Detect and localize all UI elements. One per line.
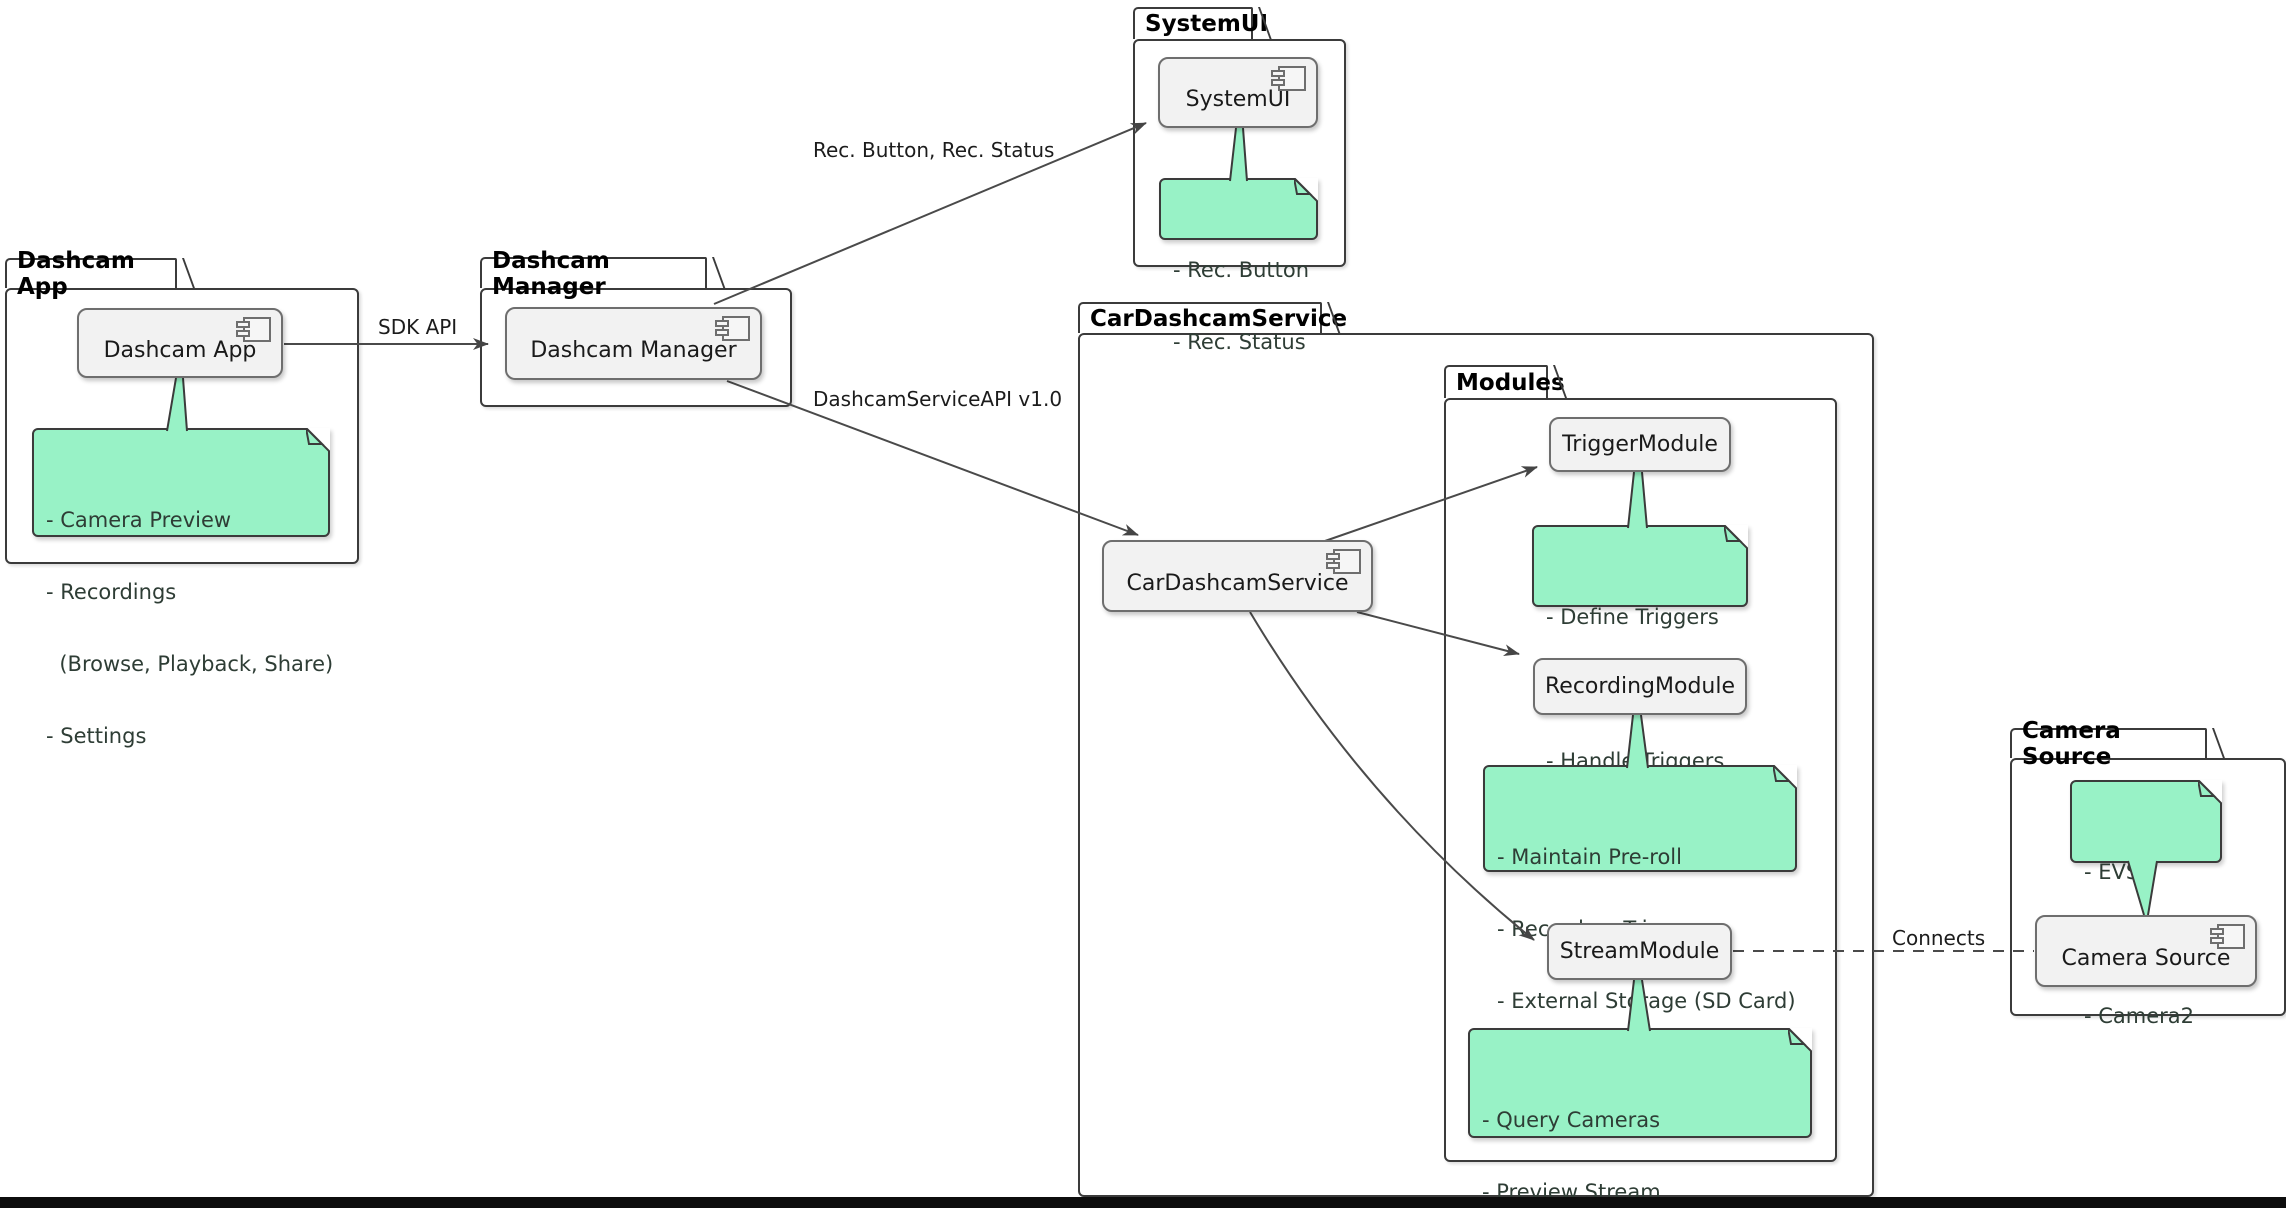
component-label: Camera Source: [2061, 945, 2231, 971]
component-systemui: SystemUI: [1158, 57, 1318, 128]
note-line: - Maintain Pre-roll: [1497, 845, 1682, 869]
note-fold-icon: [1294, 178, 1318, 202]
component-cardashcamservice: CarDashcamService: [1102, 540, 1373, 612]
package-title: Dashcam Manager: [492, 247, 610, 300]
component-label: SystemUI: [1185, 87, 1291, 112]
note-systemui: - Rec. Button - Rec. Status: [1159, 178, 1318, 354]
note-fold-icon: [1724, 525, 1748, 549]
package-tab-camera-source: Camera Source: [2010, 718, 2207, 770]
component-dashcam-app: Dashcam App: [77, 308, 283, 378]
package-title: Dashcam App: [17, 248, 135, 300]
edge-label-rec-button-status: Rec. Button, Rec. Status: [813, 138, 1055, 162]
note-line: - Define Triggers: [1546, 605, 1719, 629]
component-label: Dashcam Manager: [530, 338, 737, 363]
component-label: StreamModule: [1559, 939, 1720, 964]
component-icon: [1271, 66, 1306, 91]
note-line: - Camera Preview: [46, 508, 232, 532]
note-recording-module: - Maintain Pre-roll - Record on Trigger …: [1483, 765, 1797, 1085]
window-bottom-edge: [0, 1197, 2286, 1208]
component-camera-source: Camera Source: [2035, 915, 2257, 987]
edge-label-connects: Connects: [1892, 926, 1986, 950]
component-label: RecordingModule: [1544, 674, 1736, 699]
note-line: - External Storage (SD Card): [1497, 989, 1796, 1013]
note-line: - Rec. Status: [1173, 330, 1306, 354]
edge-label-sdk-api: SDK API: [378, 315, 458, 339]
note-camera-source: - EVS - Perception - Camera2: [2070, 780, 2222, 1028]
component-recording-module: RecordingModule: [1533, 658, 1747, 715]
note-trigger-module: - Define Triggers - Listen to Triggers -…: [1532, 525, 1748, 773]
note-line: - Camera2: [2084, 1004, 2195, 1028]
component-label: TriggerModule: [1562, 432, 1718, 457]
note-fold-icon: [306, 428, 330, 452]
note-dashcam-app: - Camera Preview - Recordings (Browse, P…: [32, 428, 333, 748]
package-title: CarDashcamService: [1090, 305, 1348, 332]
component-stream-module: StreamModule: [1547, 923, 1732, 980]
note-line: - Recordings: [46, 580, 177, 604]
note-line: (Browse, Playback, Share): [46, 652, 334, 676]
component-icon: [715, 316, 750, 341]
component-icon: [2210, 924, 2245, 949]
package-title: SystemUI: [1145, 11, 1269, 37]
package-tab-dashcam-manager: Dashcam Manager: [480, 248, 707, 300]
package-tab-modules: Modules: [1444, 365, 1565, 398]
note-fold-icon: [1788, 1028, 1812, 1052]
component-label: CarDashcamService: [1126, 570, 1349, 596]
component-label: Dashcam App: [103, 337, 257, 363]
note-fold-icon: [2198, 780, 2222, 804]
edge-label-dashcam-service-api: DashcamServiceAPI v1.0: [813, 387, 1063, 411]
note-line: - Rec. Button: [1173, 258, 1310, 282]
package-title: Modules: [1456, 369, 1565, 396]
package-tab-systemui: SystemUI: [1133, 7, 1268, 39]
component-dashcam-manager: Dashcam Manager: [505, 307, 762, 380]
note-line: - EVS: [2084, 860, 2140, 884]
note-line: - Query Cameras: [1482, 1108, 1661, 1132]
note-line: - Settings: [46, 724, 147, 748]
package-tab-dashcam-app: Dashcam App: [5, 248, 177, 300]
note-fold-icon: [1773, 765, 1797, 789]
package-title: Camera Source: [2022, 718, 2121, 770]
component-icon: [1326, 549, 1361, 574]
component-trigger-module: TriggerModule: [1549, 417, 1731, 472]
note-stream-module: - Query Cameras - Preview Stream - Snaps…: [1468, 1028, 1812, 1204]
component-icon: [236, 317, 271, 342]
package-tab-cardashcamservice: CarDashcamService: [1078, 302, 1347, 333]
